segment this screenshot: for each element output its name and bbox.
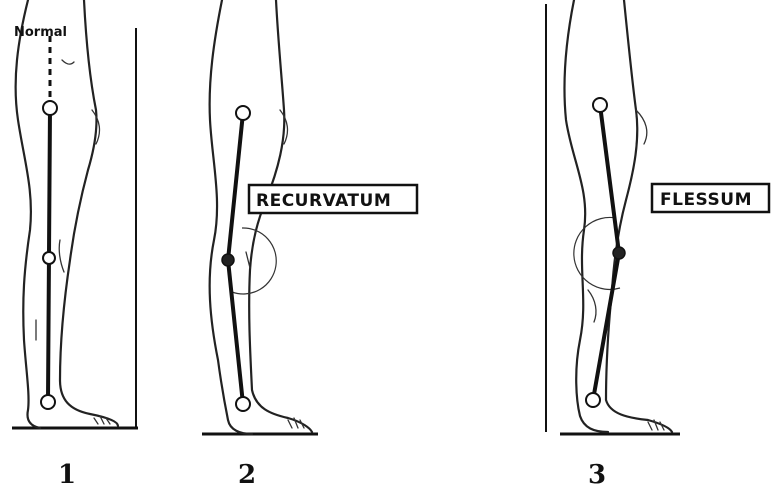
panel-1-number: 1 (58, 460, 76, 490)
panel-2-number: 2 (238, 460, 256, 490)
panel-3-leg-outline (564, 0, 672, 432)
panel-3-ankle-joint (586, 393, 600, 407)
panel-1-knee-joint (43, 252, 55, 264)
panel-3-flessum: FLESSUM 3 (546, 0, 769, 490)
panel-3-hip-joint (593, 98, 607, 112)
panel-2-thigh-axis (228, 113, 243, 260)
panel-2-recurvatum: RECURVATUM 2 (202, 0, 417, 490)
flessum-label: FLESSUM (660, 190, 752, 210)
recurvatum-label: RECURVATUM (256, 191, 391, 211)
panel-3-thigh-axis (600, 105, 619, 253)
panel-3-number: 3 (588, 460, 606, 490)
panel-1-ankle-joint (41, 395, 55, 409)
panel-2-knee-joint (222, 254, 234, 266)
panel-1-normal: Normal 1 (12, 0, 138, 490)
panel-2-shank-axis (228, 260, 243, 404)
panel-2-ankle-joint (236, 397, 250, 411)
panel-1-leg-outline (16, 0, 118, 428)
panel-2-hip-joint (236, 106, 250, 120)
panel-1-normal-label: Normal (14, 25, 67, 40)
panel-1-hip-joint (43, 101, 57, 115)
panel-2-leg-outline (210, 0, 312, 434)
panel-3-knee-joint (613, 247, 625, 259)
